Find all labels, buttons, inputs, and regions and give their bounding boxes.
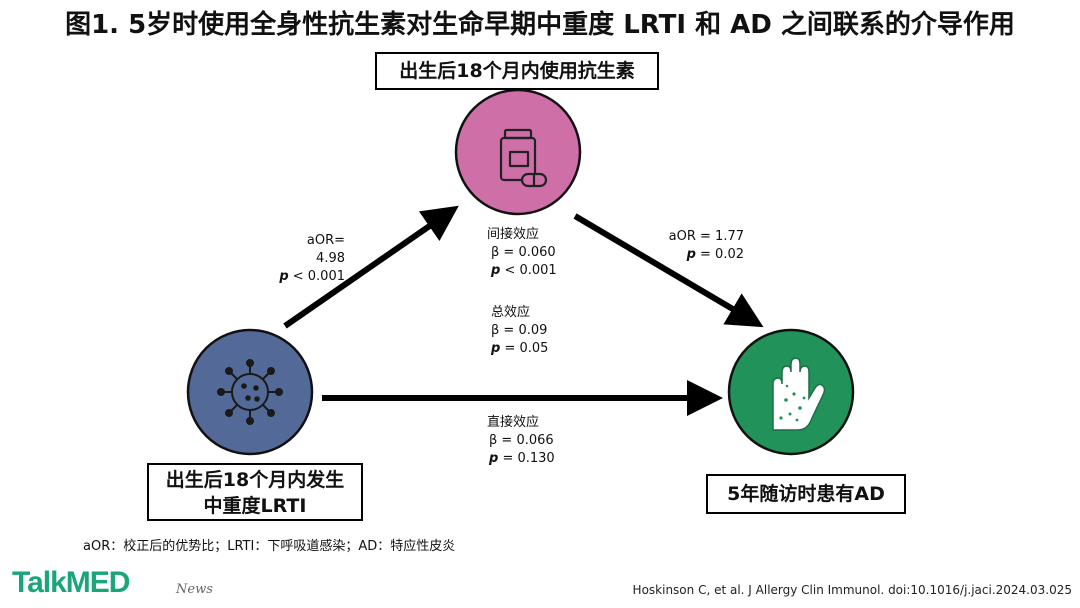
direct-effect-p-symbol: p bbox=[489, 451, 499, 466]
path-a-aor: aOR= 4.98 bbox=[306, 233, 345, 266]
path-b-p-symbol: p bbox=[686, 247, 696, 262]
total-effect-p-symbol: p bbox=[491, 341, 501, 356]
path-a-stats: aOR= 4.98 p < 0.001 bbox=[275, 232, 345, 286]
direct-effect-p-value: = 0.130 bbox=[498, 451, 555, 466]
path-b-aor: aOR = 1.77 bbox=[668, 229, 744, 244]
brand-name: TalkMED bbox=[12, 566, 130, 599]
mediator-label: 出生后18个月内使用抗生素 bbox=[399, 60, 635, 82]
total-effect-stats: 总效应 β = 0.09 p = 0.05 bbox=[491, 304, 561, 358]
outcome-label-box: 5年随访时患有AD bbox=[706, 474, 906, 514]
hand-rash-icon bbox=[772, 357, 826, 431]
path-a-p-value: < 0.001 bbox=[288, 269, 345, 284]
direct-effect-stats: 直接效应 β = 0.066 p = 0.130 bbox=[487, 414, 557, 468]
exposure-label-line2: 中重度LRTI bbox=[203, 495, 307, 517]
indirect-effect-stats: 间接效应 β = 0.060 p < 0.001 bbox=[487, 226, 557, 280]
indirect-effect-label: 间接效应 bbox=[487, 227, 540, 242]
virus-icon bbox=[217, 359, 283, 425]
direct-effect-beta: β = 0.066 bbox=[489, 433, 554, 448]
outcome-node bbox=[727, 328, 855, 456]
total-effect-beta: β = 0.09 bbox=[491, 323, 548, 338]
indirect-effect-beta: β = 0.060 bbox=[491, 245, 556, 260]
path-a-p-symbol: p bbox=[279, 269, 289, 284]
citation: Hoskinson C, et al. J Allergy Clin Immun… bbox=[632, 583, 1072, 597]
arrow-mediator-to-outcome bbox=[573, 213, 764, 328]
indirect-effect-p-symbol: p bbox=[491, 263, 501, 278]
brand-logo: TalkMED bbox=[12, 566, 130, 600]
indirect-effect-p-value: < 0.001 bbox=[500, 263, 557, 278]
figure-title: 图1. 5岁时使用全身性抗生素对生命早期中重度 LRTI 和 AD 之间联系的介… bbox=[65, 10, 1015, 40]
exposure-node bbox=[186, 328, 314, 456]
path-b-stats: aOR = 1.77 p = 0.02 bbox=[668, 228, 744, 264]
mediator-label-box: 出生后18个月内使用抗生素 bbox=[375, 52, 659, 90]
exposure-label-line1: 出生后18个月内发生 bbox=[165, 469, 345, 491]
exposure-label-box: 出生后18个月内发生 中重度LRTI bbox=[147, 463, 363, 521]
path-b-p-value: = 0.02 bbox=[695, 247, 744, 262]
arrow-exposure-to-mediator bbox=[283, 205, 459, 329]
total-effect-label: 总效应 bbox=[491, 305, 531, 320]
total-effect-p-value: = 0.05 bbox=[500, 341, 549, 356]
abbreviation-footnote: aOR：校正后的优势比；LRTI：下呼吸道感染；AD：特应性皮炎 bbox=[83, 539, 456, 554]
direct-effect-label: 直接效应 bbox=[487, 415, 540, 430]
brand-tag: News bbox=[176, 582, 213, 597]
mediator-node bbox=[454, 88, 582, 216]
outcome-label: 5年随访时患有AD bbox=[727, 483, 885, 505]
medicine-bottle-icon bbox=[499, 128, 548, 188]
